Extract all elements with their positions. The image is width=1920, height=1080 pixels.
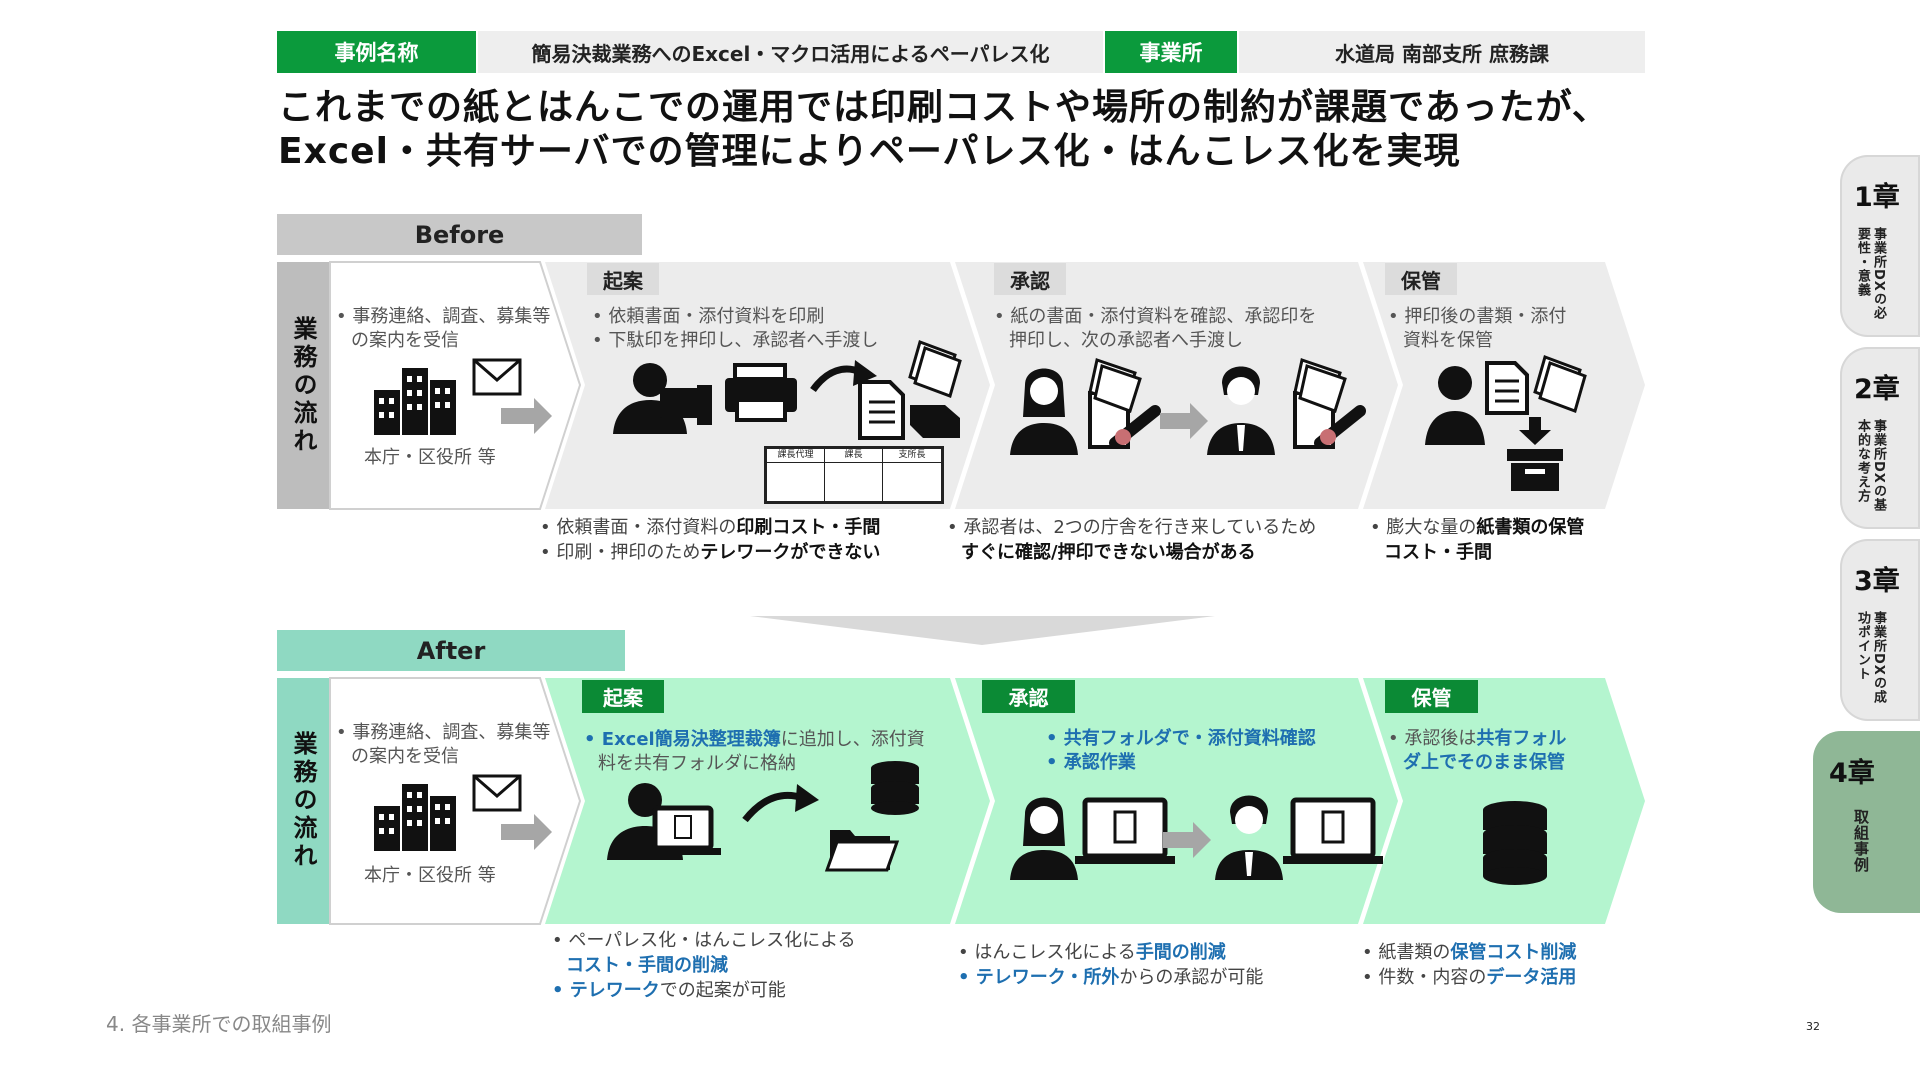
before-stage-approve-desc: • 紙の書面・添付資料を確認、承認印を 押印し、次の承認者へ手渡し [994,306,1317,351]
after-store-effects: • 紙書類の保管コスト削減 • 件数・内容のデータ活用 [1362,942,1577,988]
folder-icon [824,830,900,872]
stamp-col-2: 課長 [825,449,883,463]
document-icon [858,380,905,440]
down-arrow-icon [1519,417,1551,445]
printer-icon [725,363,797,422]
headline: これまでの紙とはんこでの運用では印刷コストや場所の制約が課題であったが、 Exc… [278,86,1678,174]
chapter-tab-3[interactable]: 3章 事業所DXの成功ポイント [1840,539,1920,721]
person-at-laptop-icon [607,783,721,860]
arrow-right-icon [1160,403,1208,439]
before-approve-issues: • 承認者は、2つの庁舎を行き来しているため すぐに確認/押印できない場合がある [947,517,1317,563]
before-flow-label: 業務の流れ [289,315,317,456]
chapter-tab-4[interactable]: 4章 取組事例 [1813,731,1920,913]
before-stage-store-desc: • 押印後の書類・添付 資料を保管 [1388,306,1567,351]
after-stage-store-desc: • 承認後は共有フォル ダ上でそのまま保管 [1388,728,1567,773]
paper-stack-icon [1533,355,1587,413]
building-icon [374,368,456,435]
storage-box-icon [1507,449,1563,491]
footer-section-title: 4. 各事業所での取組事例 [106,1012,332,1036]
headline-line-1: これまでの紙とはんこでの運用では印刷コストや場所の制約が課題であったが、 [278,87,1609,128]
office-label: 事業所 [1105,31,1237,73]
arrow-right-icon [501,814,552,850]
transition-arrow [750,616,1215,645]
stamp-icon [910,405,960,438]
before-draft-issues: • 依頼書面・添付資料の印刷コスト・手間 • 印刷・押印のためテレワークができな… [540,517,881,563]
arrow-right-icon [1163,822,1211,858]
chapter-tab-2[interactable]: 2章 事業所DXの基本的な考え方 [1840,347,1920,529]
mail-icon [472,358,522,396]
curved-arrow-icon [742,791,805,823]
after-stage-draft-desc: • Excel簡易決整理裁簿に追加し、添付資 料を共有フォルダに格納 [584,729,925,774]
document-icon [1485,361,1529,415]
before-stage-draft-desc: • 依頼書面・添付資料を印刷 • 下駄印を押印し、承認者へ手渡し [592,306,879,351]
office-value: 水道局 南部支所 庶務課 [1239,31,1645,73]
before-tab: Before [277,214,642,255]
before-draft-icons [613,340,962,440]
after-stage-draft-label: 起案 [582,680,664,713]
building-icon [374,784,456,851]
after-flow-label: 業務の流れ [289,731,317,871]
after-chevron-store [1363,678,1645,924]
after-stage-store-label: 保管 [1385,680,1478,713]
after-source-icons [374,774,552,851]
before-stage-approve-label: 承認 [994,263,1066,295]
case-name-value: 簡易決裁業務へのExcel・マクロ活用によるペーパレス化 [478,31,1103,73]
after-receive-text: • 事務連絡、調査、募集等 の案内を受信 [336,722,551,767]
before-receive-text: • 事務連絡、調査、募集等 の案内を受信 [336,306,551,351]
stamp-approval-table: 課長代理 課長 支所長 [764,446,944,504]
before-approve-icons [1010,358,1366,455]
after-approve-icons [1010,795,1383,880]
before-store-icons [1425,355,1587,491]
document-sign-icon [1293,358,1366,449]
before-store-issues: • 膨大な量の紙書類の保管 コスト・手間 [1370,517,1585,563]
man-icon [1207,366,1275,455]
document-sign-icon [1088,358,1161,449]
stamp-col-3: 支所長 [883,449,941,463]
paper-stack-icon [908,340,962,398]
woman-at-laptop-icon [1010,797,1175,880]
after-stage-approve-desc: • 共有フォルダで・添付資料確認 • 承認作業 [1046,728,1316,773]
after-flow-label-bar [277,678,330,924]
after-draft-icons [607,761,919,872]
person-icon [1425,366,1485,445]
after-approve-effects: • はんこレス化による手間の削減 • テレワーク・所外からの承認が可能 [958,942,1264,988]
after-tab: After [277,630,625,671]
page-number: 32 [1806,1020,1820,1033]
stamp-col-1: 課長代理 [767,449,825,463]
before-source-caption: 本庁・区役所 等 [364,447,496,468]
before-source-icons [374,358,552,435]
person-at-computer-icon [613,363,712,434]
after-store-icons [1483,801,1547,885]
chapter-tab-1[interactable]: 1章 事業所DXの必要性・意義 [1840,155,1920,337]
after-stage-approve-label: 承認 [982,680,1075,713]
curved-arrow-icon [810,365,862,393]
before-flow-label-bar [277,262,330,509]
database-icon [871,761,919,815]
man-at-laptop-icon [1215,795,1383,880]
database-icon [1483,801,1547,885]
before-stage-store-label: 保管 [1385,263,1457,295]
after-source-caption: 本庁・区役所 等 [364,865,496,886]
before-stage-draft-label: 起案 [587,263,659,295]
woman-icon [1010,368,1078,455]
case-name-label: 事例名称 [277,31,476,73]
after-draft-effects: • ペーパレス化・はんこレス化による コスト・手間の削減 • テレワークでの起案… [552,930,856,1001]
arrow-right-icon [501,398,552,434]
mail-icon [472,774,522,812]
headline-line-2: Excel・共有サーバでの管理によりペーパレス化・はんこレス化を実現 [278,131,1461,172]
